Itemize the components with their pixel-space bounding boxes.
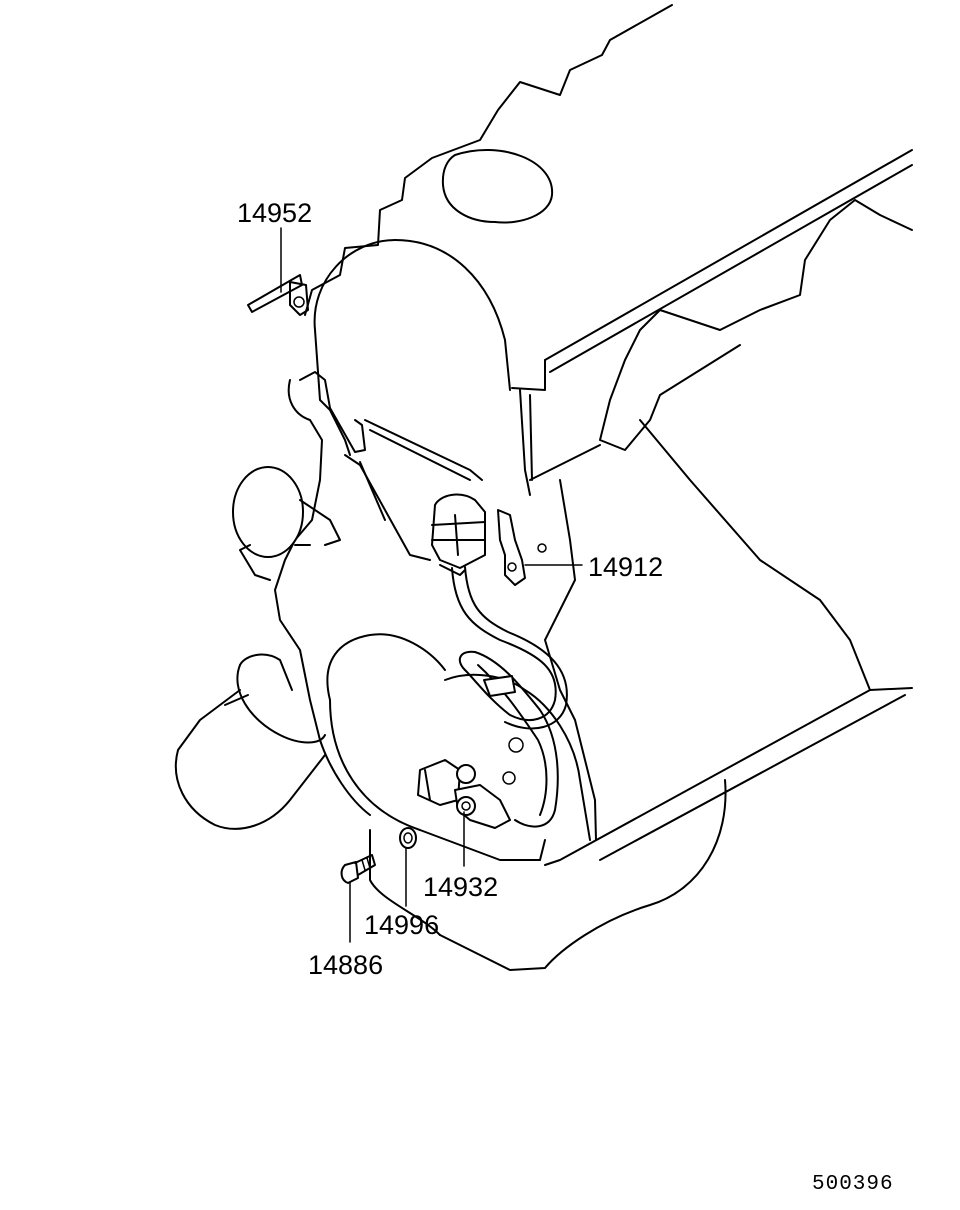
- callout-14886: 14886: [308, 950, 383, 980]
- diagram-code: 500396: [812, 1173, 894, 1196]
- bolt-14886: [340, 854, 376, 884]
- sensor-14932: [417, 759, 511, 829]
- washer-14996: [399, 827, 417, 849]
- engine-outline: [304, 4, 913, 971]
- leader-lines: [280, 227, 583, 943]
- front-accessories: [174, 466, 341, 830]
- bracket-14952: [247, 274, 309, 316]
- callout-14952: 14952: [237, 198, 312, 228]
- callout-14912: 14912: [588, 552, 663, 582]
- callout-14932: 14932: [423, 872, 498, 902]
- timing-cover: [274, 239, 597, 861]
- callout-14996: 14996: [364, 910, 439, 940]
- sensor-14912: [431, 493, 568, 828]
